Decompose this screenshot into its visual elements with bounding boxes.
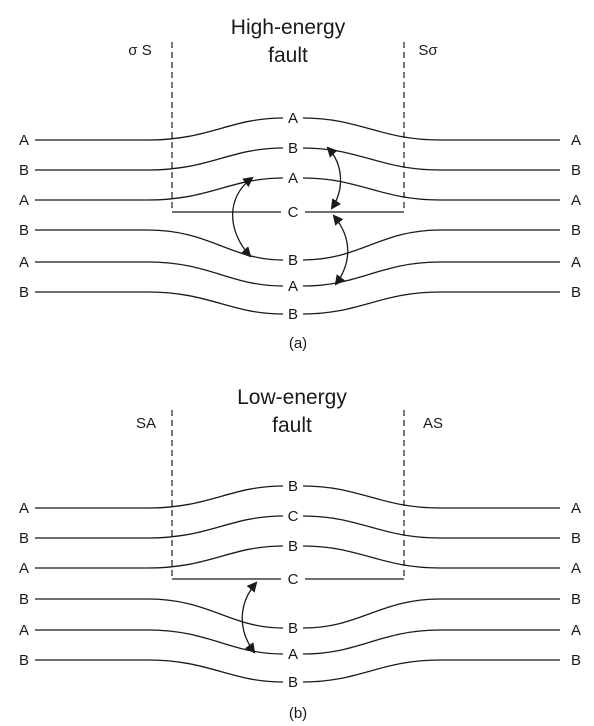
panel-a-layer-line xyxy=(35,177,284,201)
panel-a-layer-line xyxy=(35,117,284,141)
panel-a-left-layer-label: A xyxy=(19,254,29,271)
panel-a-swap-arrow xyxy=(326,146,342,210)
panel-b-center-layer-label: B xyxy=(288,538,298,555)
panel-b-center-layer-label: B xyxy=(288,478,298,495)
panel-a-right-layer-label: A xyxy=(571,192,581,209)
panel-b-center-layer-label: C xyxy=(288,571,299,588)
panel-a-left-boundary-label: σ S xyxy=(128,42,151,59)
panel-b-layer-line xyxy=(302,485,560,509)
panel-b-title-line2: fault xyxy=(272,414,312,437)
panel-b-center-layer-label: C xyxy=(288,508,299,525)
panel-b-title-line1: Low-energy xyxy=(237,386,347,409)
panel-a-layer-line xyxy=(302,261,560,287)
panel-a-right-layer-label: B xyxy=(571,284,581,301)
panel-a-swap-arrow xyxy=(332,214,349,286)
panel-b-center-layer-label: A xyxy=(288,646,298,663)
panel-b-right-layer-label: B xyxy=(571,530,581,547)
panel-b-right-boundary-label: AS xyxy=(423,415,443,432)
panel-b-left-layer-label: A xyxy=(19,500,29,517)
panel-b-right-layer-label: A xyxy=(571,560,581,577)
panel-a-caption: (a) xyxy=(289,335,307,352)
panel-a-center-layer-label: A xyxy=(288,170,298,187)
panel-b-left-layer-label: A xyxy=(19,560,29,577)
panel-b-right-layer-label: B xyxy=(571,652,581,669)
panel-b-layer-line xyxy=(35,629,284,655)
panel-b-left-layer-label: B xyxy=(19,530,29,547)
panel-b-layer-line xyxy=(35,485,284,509)
panel-b-left-boundary-label: SA xyxy=(136,415,156,432)
panel-a-right-boundary-label: Sσ xyxy=(418,42,438,59)
panel-b-layer-line xyxy=(302,629,560,655)
panel-a-layer-line xyxy=(302,117,560,141)
panel-a-title-line1: High-energy xyxy=(231,16,346,39)
panel-a-center-layer-label: A xyxy=(288,278,298,295)
panel-a-left-layer-label: A xyxy=(19,192,29,209)
panel-a-layer-line xyxy=(35,291,284,315)
panel-b-left-layer-label: B xyxy=(19,591,29,608)
panel-a-layer-line xyxy=(302,229,560,261)
panel-a-layer-line xyxy=(302,291,560,315)
panel-b-caption: (b) xyxy=(289,705,307,722)
panel-a-layer-line xyxy=(302,147,560,171)
panel-b-layer-line xyxy=(302,515,560,539)
panel-b-right-layer-label: A xyxy=(571,500,581,517)
panel-a-title-line2: fault xyxy=(268,44,308,67)
panel-b-right-layer-label: A xyxy=(571,622,581,639)
panel-a-left-layer-label: A xyxy=(19,132,29,149)
panel-b-layer-line xyxy=(35,545,284,569)
panel-b-swap-arrow xyxy=(241,581,258,654)
panel-a-center-layer-label: B xyxy=(288,306,298,323)
panel-a-left-layer-label: B xyxy=(19,284,29,301)
panel-b-center-layer-label: B xyxy=(288,674,298,691)
panel-b-layer-line xyxy=(302,545,560,569)
panel-a-right-layer-label: A xyxy=(571,132,581,149)
panel-b-left-layer-label: B xyxy=(19,652,29,669)
panel-b-center-layer-label: B xyxy=(288,620,298,637)
panel-a-left-layer-label: B xyxy=(19,162,29,179)
panel-a-layer-line xyxy=(302,177,560,201)
panel-b-layer-line xyxy=(35,598,284,629)
panel-a-left-layer-label: B xyxy=(19,222,29,239)
panel-b-left-layer-label: A xyxy=(19,622,29,639)
panel-a-swap-arrow xyxy=(232,176,254,258)
panel-b: Low-energy fault SA AS A B A B A B A B A… xyxy=(19,386,581,722)
panel-b-layer-line xyxy=(35,515,284,539)
panel-a-right-layer-label: A xyxy=(571,254,581,271)
panel-a-center-layer-label: B xyxy=(288,252,298,269)
panel-a-layer-line xyxy=(35,229,284,261)
panel-a-layer-line xyxy=(35,147,284,171)
panel-a-center-layer-label: C xyxy=(288,204,299,221)
panel-b-right-layer-label: B xyxy=(571,591,581,608)
panel-b-layer-line xyxy=(302,598,560,629)
panel-a-layer-line xyxy=(35,261,284,287)
panel-b-layer-line xyxy=(302,659,560,683)
panel-a-center-layer-label: A xyxy=(288,110,298,127)
panel-a-right-layer-label: B xyxy=(571,162,581,179)
panel-a-center-layer-label: B xyxy=(288,140,298,157)
panel-a-right-layer-label: B xyxy=(571,222,581,239)
panel-b-layer-line xyxy=(35,659,284,683)
panel-a: High-energy fault σ S Sσ A B A B A B A B… xyxy=(19,16,581,352)
